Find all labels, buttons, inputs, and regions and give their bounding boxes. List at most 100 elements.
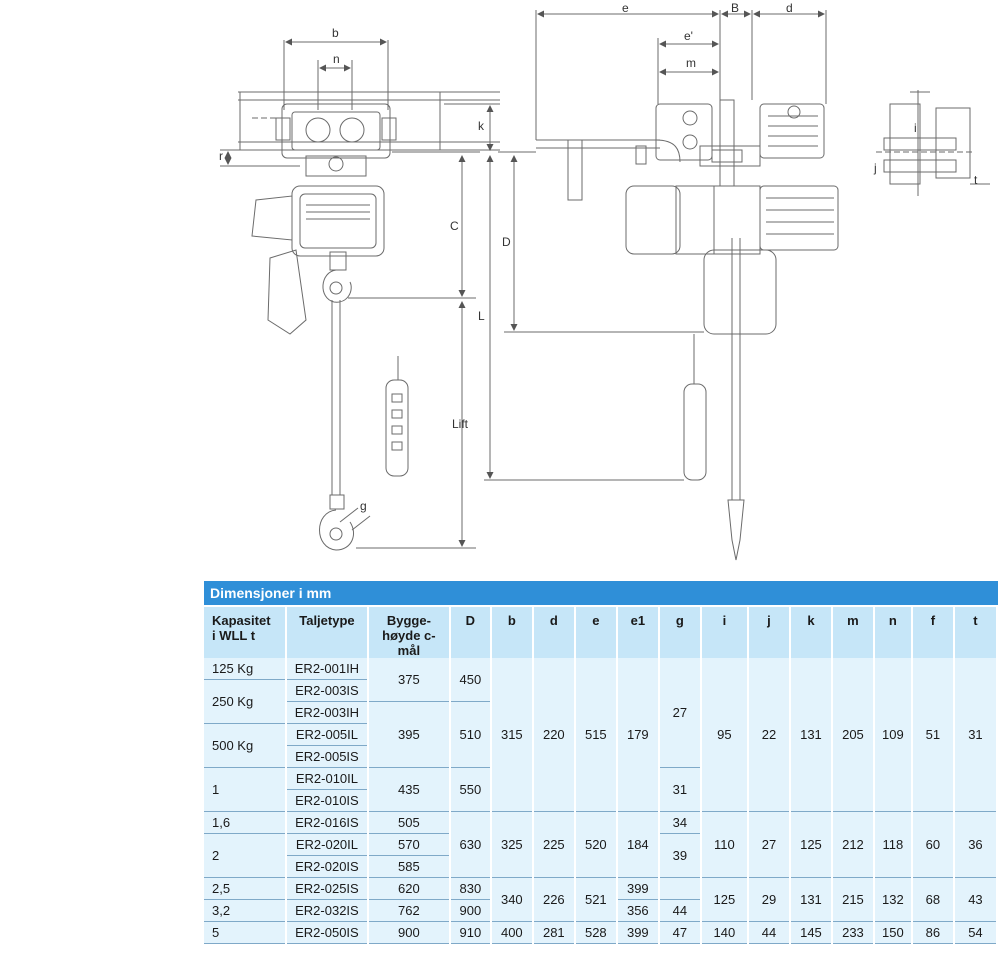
- table-cell: 34: [658, 811, 702, 834]
- dim-label-r: r: [219, 149, 223, 163]
- table-cell: 39: [658, 833, 702, 878]
- column-header: g: [658, 607, 702, 658]
- table-cell: 250 Kg: [204, 679, 287, 724]
- column-header: Taljetype: [285, 607, 369, 658]
- column-header: k: [789, 607, 833, 658]
- table-cell: 585: [367, 855, 451, 878]
- column-header-line: D: [465, 613, 476, 628]
- column-header: t: [953, 607, 999, 658]
- table-cell: 150: [873, 921, 913, 944]
- table-cell: 528: [574, 921, 618, 944]
- table-cell: 500 Kg: [204, 723, 287, 768]
- table-cell: 95: [700, 658, 749, 812]
- column-header-line: Taljetype: [299, 613, 355, 628]
- table-cell: 132: [873, 877, 913, 922]
- table-cell: 212: [831, 811, 875, 878]
- table-cell: 86: [911, 921, 955, 944]
- table-cell: 435: [367, 767, 451, 812]
- end-view-trolley: [876, 90, 990, 196]
- dim-label-i: i: [914, 121, 917, 135]
- column-header-line: d: [549, 613, 558, 628]
- dim-label-g: g: [360, 499, 367, 513]
- pendant-control-left: [385, 356, 409, 477]
- table-cell: 29: [747, 877, 791, 922]
- table-cell: 31: [953, 658, 999, 812]
- column-header-line: høyde c-mål: [382, 628, 436, 658]
- table-cell: 31: [658, 767, 702, 812]
- column-header-line: Bygge-: [386, 613, 431, 628]
- table-cell: 36: [953, 811, 999, 878]
- table-cell: 315: [490, 658, 534, 812]
- table-cell: 1,6: [204, 811, 287, 834]
- table-cell: 205: [831, 658, 875, 812]
- table-cell: ER2-010IL: [285, 767, 369, 790]
- dim-label-big-b: B: [731, 1, 739, 15]
- table-cell: ER2-010IS: [285, 789, 369, 812]
- table-cell: 125: [700, 877, 749, 922]
- table-cell: 27: [658, 658, 702, 768]
- table-cell: 184: [616, 811, 660, 878]
- table-cell: ER2-032IS: [285, 899, 369, 922]
- column-header-line: e: [592, 613, 600, 628]
- table-cell: 550: [449, 767, 492, 812]
- dim-label-b: b: [332, 26, 339, 40]
- dim-label-e-prime: e': [684, 29, 693, 43]
- column-header-line: m: [847, 613, 859, 628]
- dim-label-e: e: [622, 1, 629, 15]
- column-header-line: b: [507, 613, 516, 628]
- table-cell: 215: [831, 877, 875, 922]
- table-cell: 131: [789, 658, 833, 812]
- column-header: b: [490, 607, 534, 658]
- column-header: n: [873, 607, 913, 658]
- table-cell: ER2-003IH: [285, 701, 369, 724]
- column-header: j: [747, 607, 791, 658]
- table-cell: 5: [204, 921, 287, 944]
- table-title: Dimensjoner i mm: [204, 581, 998, 605]
- table-cell: 110: [700, 811, 749, 878]
- table-cell: 340: [490, 877, 534, 922]
- dim-label-j: j: [873, 161, 877, 175]
- table-cell: 399: [616, 877, 660, 900]
- table-cell: 505: [367, 811, 451, 834]
- table-cell: 44: [658, 899, 702, 922]
- column-header-line: k: [807, 613, 815, 628]
- table-cell: 1: [204, 767, 287, 812]
- table-cell: 620: [367, 877, 451, 900]
- side-view-hoist: [536, 99, 839, 561]
- dim-label-k: k: [478, 119, 485, 133]
- table-cell: 225: [532, 811, 576, 878]
- table-cell: 570: [367, 833, 451, 856]
- table-cell: 762: [367, 899, 451, 922]
- table-cell: 27: [747, 811, 791, 878]
- beam-front-view: [238, 91, 500, 151]
- table-cell: 515: [574, 658, 618, 812]
- bottom-hook-left: [319, 494, 354, 551]
- table-cell: 2,5: [204, 877, 287, 900]
- column-header: d: [532, 607, 576, 658]
- table-cell: ER2-005IL: [285, 723, 369, 746]
- table-cell: 395: [367, 701, 451, 768]
- table-cell: 68: [911, 877, 955, 922]
- table-cell: ER2-050IS: [285, 921, 369, 944]
- column-header: e1: [616, 607, 660, 658]
- table-cell: 51: [911, 658, 955, 812]
- table-cell: 125 Kg: [204, 658, 287, 680]
- table-cell: 179: [616, 658, 660, 812]
- table-cell: 118: [873, 811, 913, 878]
- table-row: ER2-005IS: [204, 745, 997, 768]
- table-cell: ER2-003IS: [285, 679, 369, 702]
- table-cell: ER2-025IS: [285, 877, 369, 900]
- table-cell: ER2-016IS: [285, 811, 369, 834]
- dim-label-l: L: [478, 309, 485, 323]
- table-cell: 900: [449, 899, 492, 922]
